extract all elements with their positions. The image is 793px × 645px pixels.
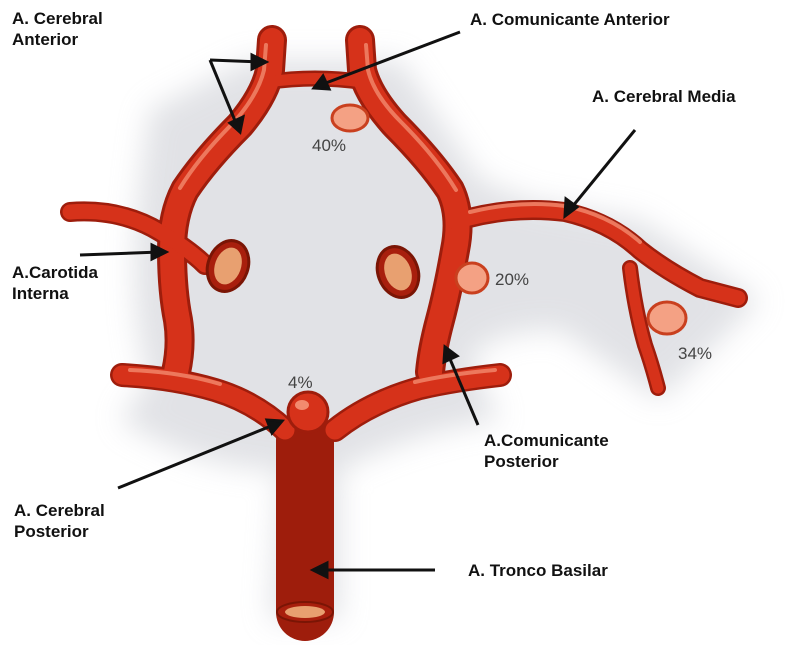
label-comunicante-posterior-line1: A.Comunicante (484, 430, 609, 451)
label-comunicante-posterior-line2: Posterior (484, 451, 609, 472)
percent-comunicante-anterior: 40% (312, 136, 346, 156)
label-cerebral-posterior-line2: Posterior (14, 521, 105, 542)
label-cerebral-posterior: A. Cerebral Posterior (14, 500, 105, 542)
percent-basilar-tip: 4% (288, 373, 313, 393)
label-comunicante-anterior: A. Comunicante Anterior (470, 9, 670, 30)
arrow-cerebral-media (568, 130, 635, 212)
label-cerebral-anterior: A. Cerebral Anterior (12, 8, 103, 50)
label-cerebral-media: A. Cerebral Media (592, 86, 736, 107)
label-tronco-basilar: A. Tronco Basilar (468, 560, 608, 581)
label-cerebral-anterior-line1: A. Cerebral (12, 8, 103, 29)
label-cerebral-anterior-line2: Anterior (12, 29, 103, 50)
label-carotida-interna-line1: A.Carotida (12, 262, 98, 283)
percent-comunicante-posterior: 20% (495, 270, 529, 290)
aneurysm-middle-cerebral (648, 302, 686, 334)
percent-cerebral-media: 34% (678, 344, 712, 364)
label-cerebral-posterior-line1: A. Cerebral (14, 500, 105, 521)
label-carotida-interna: A.Carotida Interna (12, 262, 98, 304)
aneurysm-basilar-tip (288, 392, 328, 432)
label-carotida-interna-line2: Interna (12, 283, 98, 304)
label-comunicante-posterior: A.Comunicante Posterior (484, 430, 609, 472)
aneurysm-anterior (332, 105, 368, 131)
aneurysm-posterior-communicating (456, 263, 488, 293)
